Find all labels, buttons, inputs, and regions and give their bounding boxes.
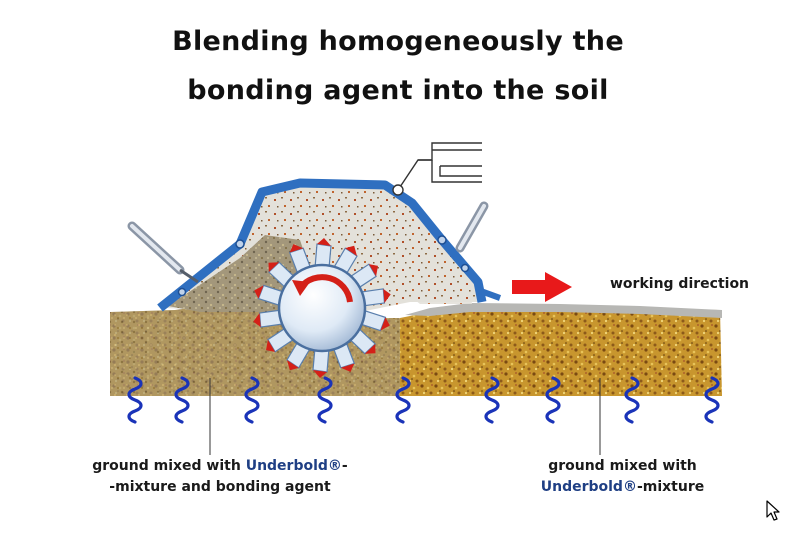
brand-underbold: Underbold® bbox=[245, 458, 342, 474]
root-squiggle bbox=[127, 376, 143, 424]
working-direction-label: working direction bbox=[610, 276, 750, 292]
root-squiggle bbox=[395, 376, 411, 424]
label-right-mixed-ground: ground mixed with Underbold®-mixture bbox=[510, 456, 735, 498]
binder-layer bbox=[405, 303, 722, 318]
label-right-line-2: Underbold®-mixture bbox=[510, 477, 735, 498]
root-squiggle bbox=[317, 376, 333, 424]
mouse-cursor-icon bbox=[766, 500, 780, 521]
label-left-suffix: - bbox=[341, 458, 348, 474]
root-squiggle bbox=[704, 376, 720, 424]
root-squiggle bbox=[484, 376, 500, 424]
rotor-tooth bbox=[312, 347, 330, 378]
label-right-line-1: ground mixed with bbox=[548, 458, 697, 474]
label-left-line-1: ground mixed with Underbold®- bbox=[70, 456, 370, 477]
root-squiggle bbox=[244, 376, 260, 424]
label-right-suffix: -mixture bbox=[636, 479, 705, 495]
untreated-soil-layer bbox=[400, 306, 722, 396]
title-line-1: Blending homogeneously the bbox=[172, 26, 624, 57]
root-squiggle bbox=[545, 376, 561, 424]
label-left-mixed-ground: ground mixed with Underbold®- -mixture a… bbox=[70, 456, 370, 498]
title-line-2: bonding agent into the soil bbox=[187, 75, 609, 106]
direction-arrow-icon bbox=[512, 272, 572, 302]
brand-underbold: Underbold® bbox=[540, 479, 637, 495]
spray-pipe bbox=[397, 142, 482, 191]
label-left-prefix: ground mixed with bbox=[92, 458, 246, 474]
label-left-line-2: -mixture and bonding agent bbox=[109, 479, 331, 495]
root-squiggle bbox=[624, 376, 640, 424]
roots bbox=[127, 376, 720, 424]
root-squiggle bbox=[174, 376, 190, 424]
